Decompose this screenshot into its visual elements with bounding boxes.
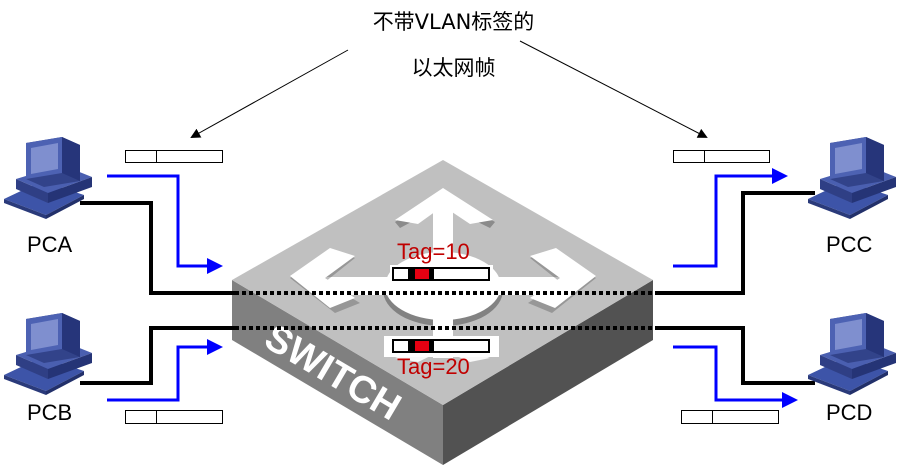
flow-arrowhead-pcb-icon — [207, 339, 223, 355]
link-pcd — [655, 326, 815, 385]
tagged-frame-vlan20 — [384, 336, 499, 357]
tagged-frame-vlan10 — [390, 265, 493, 284]
vlan-tag-label-10: Tag=10 — [397, 239, 470, 264]
title-arrow-left — [190, 49, 349, 138]
frame-caption-line1: 不带VLAN标签的 — [372, 10, 535, 34]
vlan-tag-field-20 — [415, 341, 429, 351]
link-pca — [80, 201, 235, 295]
pc-icon-pca — [4, 137, 92, 219]
link-pcc — [655, 191, 815, 295]
flow-arrow-pca — [107, 174, 212, 268]
flow-arrow-pcc — [673, 174, 777, 268]
host-label-pcd: PCD — [826, 400, 873, 425]
untagged-frame-pcd — [681, 410, 779, 424]
host-label-pcc: PCC — [826, 232, 873, 257]
frame-caption-line2: 以太网帧 — [411, 56, 496, 80]
untagged-frame-pcc — [673, 150, 770, 163]
untagged-frame-pca — [125, 150, 223, 163]
host-label-pca: PCA — [27, 232, 73, 257]
vlan-tag-field-10 — [415, 269, 429, 279]
flow-arrowhead-pcc-icon — [772, 168, 788, 184]
untagged-frame-pcb — [125, 410, 223, 424]
switch-arrow-left-icon — [290, 248, 390, 313]
flow-arrow-pcd — [673, 345, 787, 402]
title-arrow-right — [519, 40, 708, 138]
flow-arrowhead-pcd-icon — [782, 392, 798, 408]
flow-arrow-pcb — [107, 345, 212, 402]
flow-arrowhead-pca-icon — [207, 258, 223, 274]
pc-icon-pcb — [4, 313, 92, 395]
switch-arrow-up-icon — [395, 188, 495, 255]
link-pcb — [80, 326, 235, 385]
host-label-pcb: PCB — [27, 400, 73, 425]
pc-icon-pcd — [808, 313, 896, 395]
pc-icon-pcc — [808, 137, 896, 219]
links — [80, 191, 815, 385]
vlan-tag-label-20: Tag=20 — [397, 354, 470, 379]
switch: SWITCH — [232, 160, 653, 465]
